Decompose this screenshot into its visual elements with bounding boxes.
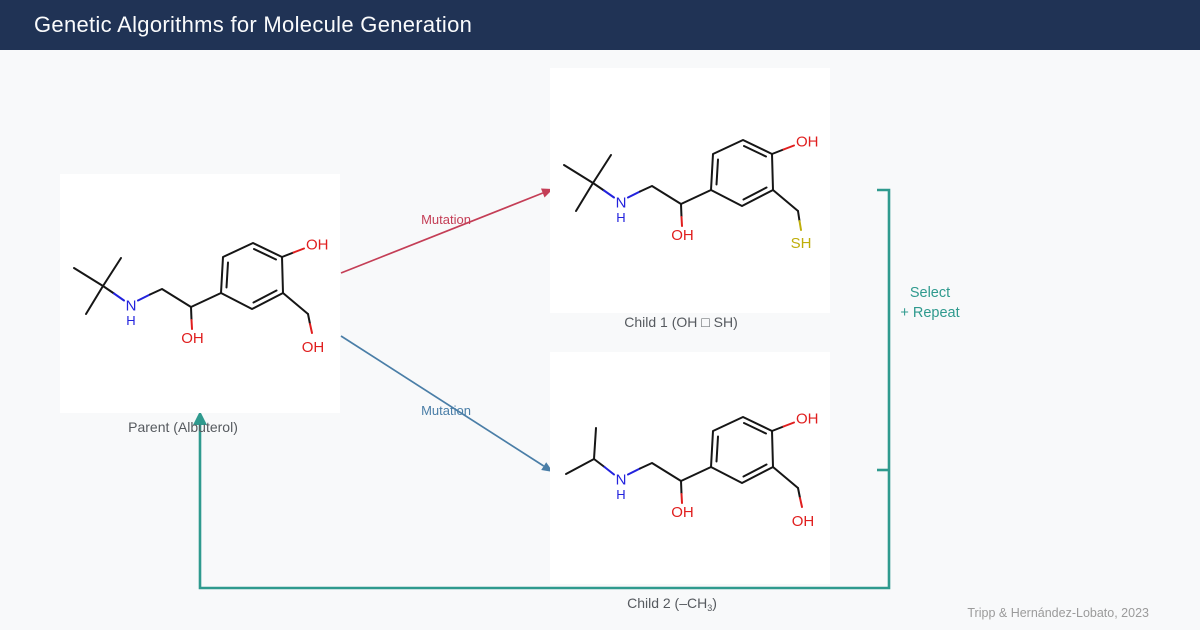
child2-molecule bbox=[565, 409, 820, 531]
parent-molecule-card bbox=[60, 174, 340, 413]
child2-molecule-card bbox=[550, 352, 830, 584]
child1-molecule-card bbox=[550, 68, 830, 313]
mutation-label-top: Mutation bbox=[421, 212, 471, 227]
attribution-text: Tripp & Hernández-Lobato, 2023 bbox=[967, 606, 1149, 620]
select-line: Select bbox=[909, 285, 951, 301]
mutation-label-bottom: Mutation bbox=[421, 403, 471, 418]
child2-caption: Child 2 (–CH3) bbox=[627, 595, 717, 613]
page-title: Genetic Algorithms for Molecule Generati… bbox=[34, 12, 473, 37]
parent-molecule bbox=[73, 235, 330, 357]
mutation-arrow-top bbox=[340, 188, 553, 274]
header-bar: Genetic Algorithms for Molecule Generati… bbox=[0, 0, 1200, 50]
child2-caption-suffix: ) bbox=[712, 595, 717, 611]
child1-molecule bbox=[563, 132, 820, 253]
select-repeat-label: Select + Repeat bbox=[900, 283, 959, 323]
repeat-line: + Repeat bbox=[900, 305, 960, 321]
child1-caption: Child 1 (OH □ SH) bbox=[624, 314, 738, 330]
child2-caption-subscript: 3 bbox=[707, 603, 713, 613]
parent-caption: Parent (Albuterol) bbox=[128, 419, 238, 435]
child2-caption-text: Child 2 (–CH bbox=[627, 595, 708, 611]
